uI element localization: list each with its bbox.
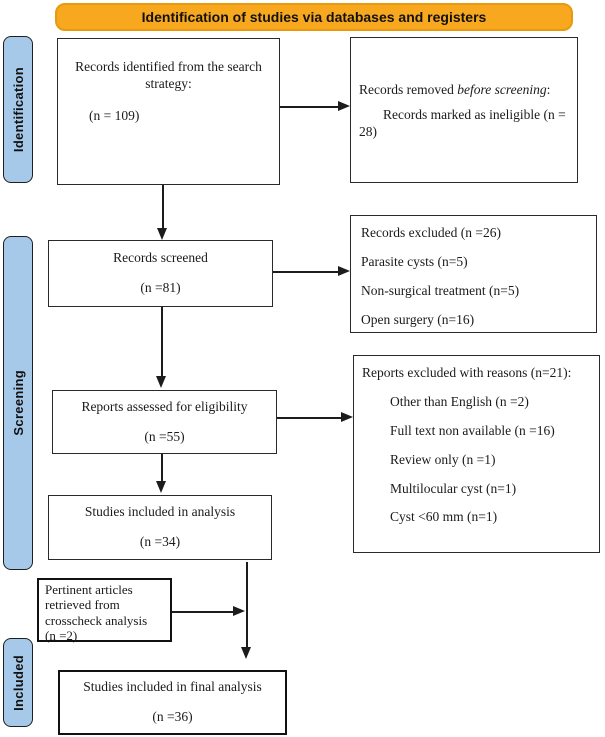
arrow-identified-to-screened-head	[157, 228, 167, 240]
arrow-assessed-to-reports-excluded-line	[277, 417, 342, 419]
reports-excluded-header: Reports excluded with reasons (n=21):	[362, 365, 572, 380]
box-records-excluded: Records excluded (n =26) Parasite cysts …	[350, 215, 597, 333]
box-reports-assessed: Reports assessed for eligibility (n =55)	[52, 390, 277, 454]
arrow-pertinent-to-final-line	[172, 611, 234, 613]
box-records-screened: Records screened (n =81)	[48, 240, 273, 307]
stage-label-identification-text: Identification	[10, 66, 26, 153]
records-excluded-line: Non-surgical treatment (n=5)	[361, 282, 520, 298]
pertinent-articles-line: (n =2)	[45, 627, 78, 643]
stage-label-screening: Screening	[3, 236, 33, 570]
reports-excluded-line: Full text non available (n =16)	[390, 422, 555, 438]
arrow-screened-to-excluded-head	[338, 266, 350, 276]
records-excluded-line: Open surgery (n=16)	[361, 311, 475, 327]
reports-excluded-line: Review only (n =1)	[390, 451, 496, 467]
arrow-analysis-to-final-head	[241, 647, 251, 659]
reports-assessed-count: (n =55)	[144, 428, 185, 444]
reports-excluded-line: Multilocular cyst (n=1)	[390, 480, 517, 496]
records-excluded-line: Records excluded (n =26)	[361, 225, 501, 240]
box-studies-final: Studies included in final analysis (n =3…	[58, 670, 287, 735]
arrow-identified-to-removed-head	[338, 101, 350, 111]
studies-final-text: Studies included in final analysis	[83, 679, 262, 695]
records-identified-count: (n = 109)	[89, 107, 140, 123]
arrow-screened-to-assessed-line	[161, 307, 163, 377]
pertinent-articles-line: Pertinent articles	[45, 582, 133, 597]
reports-assessed-text: Reports assessed for eligibility	[81, 398, 248, 414]
records-excluded-line: Parasite cysts (n=5)	[361, 253, 468, 269]
records-removed-detail: Records marked as ineligible (n = 28)	[359, 106, 566, 139]
records-removed-text: Records removed before screening:	[359, 82, 569, 99]
arrow-identified-to-removed-line	[280, 106, 339, 108]
stage-label-screening-text: Screening	[10, 370, 26, 436]
records-screened-text: Records screened	[113, 250, 208, 266]
studies-final-count: (n =36)	[152, 709, 193, 724]
banner-title: Identification of studies via databases …	[141, 9, 487, 25]
studies-included-analysis-count: (n =34)	[139, 534, 181, 549]
arrow-analysis-to-final-line	[246, 562, 248, 648]
stage-label-included: Included	[3, 638, 33, 727]
arrow-screened-to-assessed-head	[156, 376, 166, 388]
records-removed-prefix: Records removed	[359, 82, 458, 97]
pertinent-articles-line: retrieved from	[45, 597, 120, 613]
reports-excluded-line: Cyst <60 mm (n=1)	[390, 509, 498, 525]
arrow-pertinent-to-final-head	[233, 606, 245, 616]
box-records-identified: Records identified from the search strat…	[57, 38, 280, 185]
box-reports-excluded: Reports excluded with reasons (n=21): Ot…	[353, 355, 600, 553]
studies-included-analysis-text: Studies included in analysis	[84, 504, 236, 520]
banner: Identification of studies via databases …	[55, 3, 573, 31]
box-studies-included-analysis: Studies included in analysis (n =34)	[48, 495, 272, 560]
arrow-assessed-to-analysis-line	[161, 454, 163, 482]
records-identified-text: Records identified from the search strat…	[75, 59, 262, 91]
arrow-assessed-to-reports-excluded-head	[341, 412, 353, 422]
stage-label-included-text: Included	[10, 654, 26, 711]
records-screened-count: (n =81)	[140, 280, 181, 295]
stage-label-identification: Identification	[3, 36, 33, 183]
box-pertinent-articles: Pertinent articles retrieved from crossc…	[37, 578, 172, 643]
arrow-identified-to-screened-line	[162, 185, 164, 229]
reports-excluded-line: Other than English (n =2)	[390, 393, 529, 409]
arrow-screened-to-excluded-line	[273, 271, 339, 273]
records-removed-italic: before screening	[457, 82, 547, 97]
pertinent-articles-line: crosscheck analysis	[45, 612, 148, 628]
box-records-removed: Records removed before screening: Record…	[350, 37, 578, 183]
arrow-assessed-to-analysis-head	[156, 481, 166, 493]
records-removed-suffix: :	[546, 82, 551, 97]
